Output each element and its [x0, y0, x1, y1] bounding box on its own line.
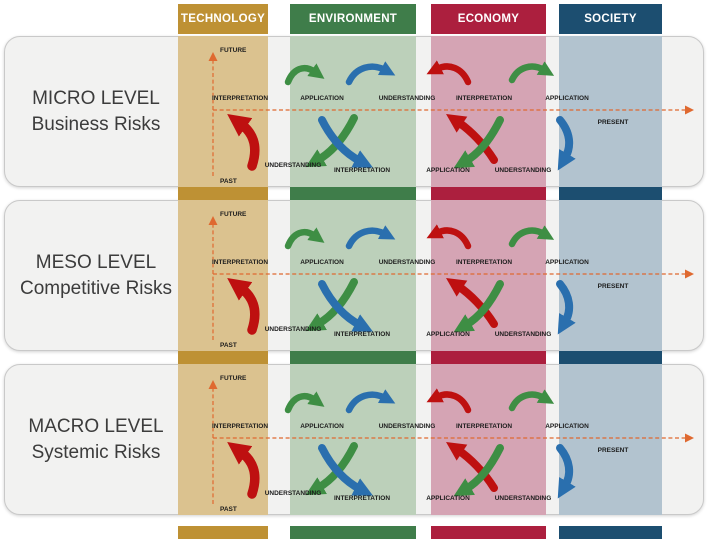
green-curved-arrow	[508, 389, 555, 412]
past-label: PAST	[220, 178, 237, 185]
green-curved-arrow	[453, 444, 504, 497]
stage-label-interpretation: INTERPRETATION	[334, 167, 390, 174]
macro-level-band: MACRO LEVEL Systemic Risks FUTURE PAST I…	[4, 364, 704, 515]
economy-connector-block	[431, 351, 546, 364]
green-curved-arrow	[284, 63, 325, 86]
blue-curved-arrow	[318, 444, 373, 496]
stage-label-interpretation: INTERPRETATION	[456, 259, 512, 266]
blue-curved-arrow	[345, 225, 396, 250]
red-curved-arrow	[446, 114, 498, 164]
stage-label-application: APPLICATION	[426, 167, 470, 174]
past-label: PAST	[220, 506, 237, 513]
past-label: PAST	[220, 342, 237, 349]
column-header-economy: ECONOMY	[431, 4, 546, 34]
society-connector-block	[559, 351, 662, 364]
row-cycle-diagram: FUTURE PAST INTERPRETATION APPLICATION U…	[208, 211, 694, 349]
blue-curved-arrow	[345, 389, 396, 414]
stage-label-application: APPLICATION	[545, 95, 589, 102]
stage-label-understanding: UNDERSTANDING	[265, 326, 322, 333]
stage-label-application: APPLICATION	[426, 495, 470, 502]
society-pillar-strip	[559, 36, 662, 515]
stage-label-understanding: UNDERSTANDING	[495, 331, 552, 338]
column-header-environment: ENVIRONMENT	[290, 4, 416, 34]
green-curved-arrow	[508, 61, 555, 84]
blue-curved-arrow	[318, 116, 373, 168]
blue-curved-arrow	[556, 280, 576, 335]
stage-label-understanding: UNDERSTANDING	[379, 95, 436, 102]
technology-connector-block	[178, 351, 268, 364]
environment-connector-block	[290, 351, 416, 364]
future-label: FUTURE	[220, 47, 247, 54]
stage-label-application: APPLICATION	[545, 423, 589, 430]
stage-label-understanding: UNDERSTANDING	[495, 167, 552, 174]
society-bottom-block	[559, 526, 662, 539]
economy-connector-block	[431, 187, 546, 200]
technology-pillar-strip	[178, 36, 268, 515]
stage-label-interpretation: INTERPRETATION	[212, 95, 268, 102]
blue-curved-arrow	[318, 280, 373, 332]
present-label: PRESENT	[598, 119, 629, 126]
society-connector-block	[559, 187, 662, 200]
red-curved-arrow	[446, 278, 498, 328]
column-header-technology: TECHNOLOGY	[178, 4, 268, 34]
red-curved-arrow	[426, 224, 472, 250]
blue-curved-arrow	[345, 61, 396, 86]
row-cycle-diagram: FUTURE PAST INTERPRETATION APPLICATION U…	[208, 375, 694, 513]
stage-label-application: APPLICATION	[545, 259, 589, 266]
stage-label-application: APPLICATION	[300, 259, 344, 266]
meso-diagram-slot: FUTURE PAST INTERPRETATION APPLICATION U…	[5, 201, 703, 350]
row-label-meso: MESO LEVEL Competitive Risks	[11, 201, 181, 350]
row-cycle-diagram: FUTURE PAST INTERPRETATION APPLICATION U…	[208, 47, 694, 185]
stage-label-interpretation: INTERPRETATION	[334, 331, 390, 338]
level-title: MACRO LEVEL	[28, 415, 164, 437]
blue-curved-arrow	[556, 116, 576, 171]
level-subtitle: Systemic Risks	[31, 441, 161, 463]
column-header-society: SOCIETY	[559, 4, 662, 34]
future-label: FUTURE	[220, 375, 247, 382]
stage-label-interpretation: INTERPRETATION	[212, 423, 268, 430]
row-label-macro: MACRO LEVEL Systemic Risks	[11, 365, 181, 514]
stage-label-application: APPLICATION	[426, 331, 470, 338]
red-curved-arrow	[426, 388, 472, 414]
environment-connector-block	[290, 187, 416, 200]
technology-connector-block	[178, 187, 268, 200]
stage-label-application: APPLICATION	[300, 95, 344, 102]
micro-level-band: MICRO LEVEL Business Risks FUTURE PAST I…	[4, 36, 704, 187]
red-curved-arrow	[446, 442, 498, 492]
level-subtitle: Business Risks	[31, 113, 161, 135]
future-label: FUTURE	[220, 211, 247, 218]
stage-label-interpretation: INTERPRETATION	[212, 259, 268, 266]
level-title: MICRO LEVEL	[32, 87, 160, 109]
blue-curved-arrow	[556, 444, 576, 499]
red-curved-arrow	[227, 441, 260, 499]
stage-label-interpretation: INTERPRETATION	[456, 95, 512, 102]
level-title: MESO LEVEL	[35, 251, 157, 273]
macro-diagram-slot: FUTURE PAST INTERPRETATION APPLICATION U…	[5, 365, 703, 514]
green-curved-arrow	[284, 227, 325, 250]
stage-label-understanding: UNDERSTANDING	[495, 495, 552, 502]
meso-level-band: MESO LEVEL Competitive Risks FUTURE PAST…	[4, 200, 704, 351]
stage-label-application: APPLICATION	[300, 423, 344, 430]
red-curved-arrow	[227, 113, 260, 171]
economy-bottom-block	[431, 526, 546, 539]
present-label: PRESENT	[598, 447, 629, 454]
stage-label-understanding: UNDERSTANDING	[265, 162, 322, 169]
stage-label-understanding: UNDERSTANDING	[265, 490, 322, 497]
stage-label-interpretation: INTERPRETATION	[456, 423, 512, 430]
red-curved-arrow	[426, 60, 472, 86]
stage-label-interpretation: INTERPRETATION	[334, 495, 390, 502]
green-curved-arrow	[284, 391, 325, 414]
technology-bottom-block	[178, 526, 268, 539]
level-subtitle: Competitive Risks	[19, 277, 173, 299]
stage-label-understanding: UNDERSTANDING	[379, 423, 436, 430]
green-curved-arrow	[453, 116, 504, 169]
row-label-micro: MICRO LEVEL Business Risks	[11, 37, 181, 186]
green-curved-arrow	[508, 225, 555, 248]
stage-label-understanding: UNDERSTANDING	[379, 259, 436, 266]
micro-diagram-slot: FUTURE PAST INTERPRETATION APPLICATION U…	[5, 37, 703, 186]
red-curved-arrow	[227, 277, 260, 335]
present-label: PRESENT	[598, 283, 629, 290]
green-curved-arrow	[453, 280, 504, 333]
environment-bottom-block	[290, 526, 416, 539]
